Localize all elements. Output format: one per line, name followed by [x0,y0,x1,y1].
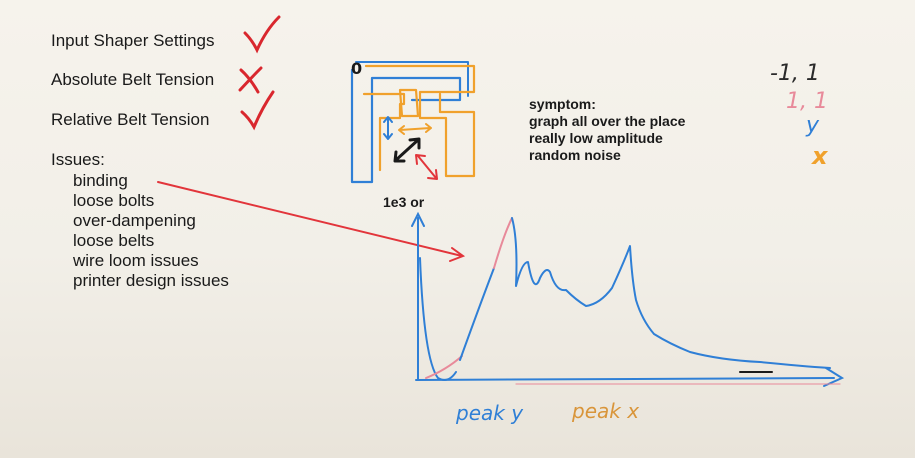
red-arrow-icon [157,181,466,262]
issue-item: over-dampening [73,211,196,230]
legend-item: -1, 1 [770,61,820,86]
issues-title: Issues: [51,150,105,169]
axis-label-peak-y: peak y [455,401,524,425]
symptom-line: really low amplitude [529,130,663,146]
issue-item: binding [73,171,128,190]
checklist-item-input-shaper: Input Shaper Settings [51,31,215,50]
check-mark-icon [243,15,281,54]
checklist-item-absolute-belt-tension: Absolute Belt Tension [51,70,215,89]
checklist-item-relative-belt-tension: Relative Belt Tension [51,110,210,129]
symptom-line: random noise [529,147,621,163]
issue-item: wire loom issues [73,251,199,270]
symptom-block: symptom: graph all over the place really… [529,96,685,164]
cross-mark-icon [238,66,263,94]
annotation-1e3: 1e3 or [383,194,425,210]
check-mark-icon [240,90,275,131]
issues-list: binding loose bolts over-dampening loose… [73,171,229,291]
symptom-line: graph all over the place [529,113,686,129]
printer-frame-diagram [350,61,476,184]
response-curve [419,217,831,381]
graph-axes [411,211,845,387]
symptom-line: symptom: [529,96,596,112]
issue-item: loose belts [73,231,155,250]
legend-item: 1, 1 [786,89,828,114]
diagram-label: 0 [351,59,362,78]
axis-label-peak-x: peak x [571,399,639,423]
legend-item: x [811,142,829,170]
issue-item: printer design issues [73,271,229,290]
legend-item: y [805,113,820,138]
issue-item: loose bolts [73,191,155,210]
